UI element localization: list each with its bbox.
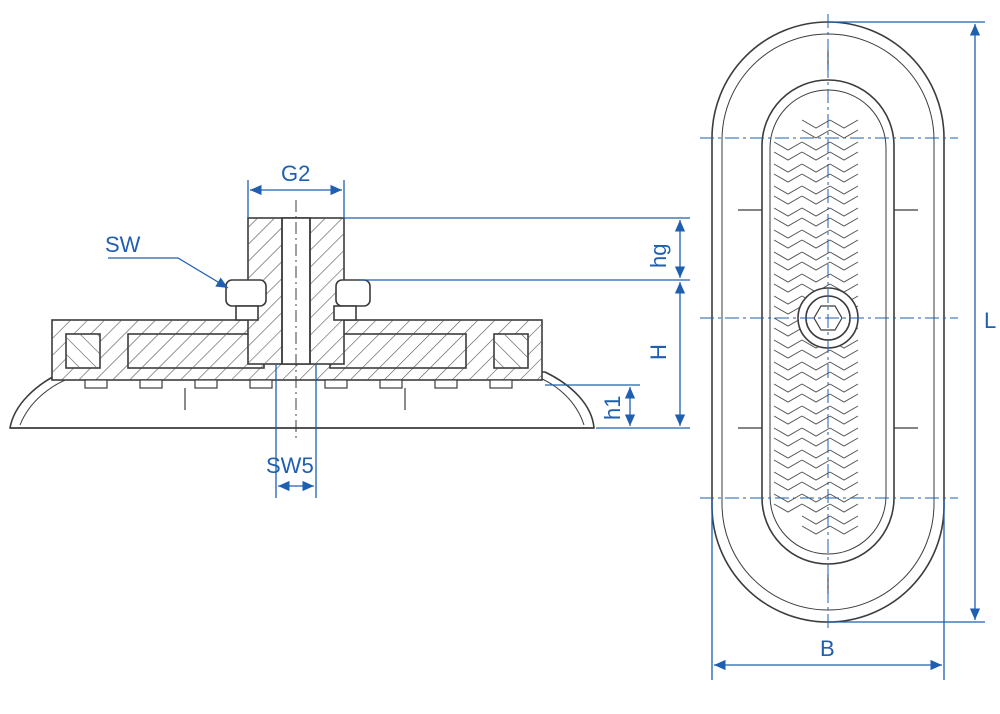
- label-sw: SW: [105, 232, 141, 257]
- tread-chevron: [829, 207, 859, 227]
- tread-chevron: [773, 427, 803, 447]
- tread-chevron: [829, 493, 859, 513]
- side-dimensions: [108, 180, 690, 498]
- tread-chevron: [829, 405, 859, 425]
- tread-chevron: [801, 251, 831, 271]
- tread-chevron: [829, 361, 859, 381]
- tread-chevron: [773, 339, 803, 359]
- tread-chevron: [829, 471, 859, 491]
- tread-chevron: [773, 273, 803, 293]
- label-b: B: [820, 636, 835, 661]
- tread-chevron: [773, 251, 803, 271]
- tread-chevron: [829, 449, 859, 469]
- tread-chevron: [801, 493, 831, 513]
- label-h: H: [646, 344, 671, 360]
- tread-chevron: [801, 185, 831, 205]
- tread-chevron: [773, 383, 803, 403]
- tread-chevron: [829, 163, 859, 183]
- tread-chevron: [773, 405, 803, 425]
- tread-chevron: [773, 361, 803, 381]
- tread-chevron: [773, 141, 803, 161]
- tread-chevron: [829, 185, 859, 205]
- tread-chevron: [773, 185, 803, 205]
- tread-chevron: [773, 493, 803, 513]
- tread-chevron: [801, 515, 831, 535]
- label-h1: h1: [600, 396, 625, 420]
- tread-chevron: [829, 229, 859, 249]
- label-sw5: SW5: [266, 453, 314, 478]
- tread-chevron: [801, 449, 831, 469]
- tread-chevron: [773, 163, 803, 183]
- side-view: [9, 217, 595, 429]
- tread-chevron: [801, 427, 831, 447]
- label-l: L: [984, 308, 996, 333]
- tread-chevron: [773, 207, 803, 227]
- label-hg: hg: [646, 244, 671, 268]
- tread-chevron: [773, 449, 803, 469]
- tread-chevron: [801, 141, 831, 161]
- tread-chevron: [829, 383, 859, 403]
- tread-chevron: [829, 141, 859, 161]
- tread-chevron: [801, 229, 831, 249]
- tread-chevron: [773, 295, 803, 315]
- tread-chevron: [801, 119, 831, 139]
- tread-chevron: [801, 383, 831, 403]
- tread-chevron: [773, 229, 803, 249]
- top-dimensions: [711, 21, 985, 680]
- label-g2: G2: [281, 161, 310, 186]
- tread-chevron: [829, 251, 859, 271]
- tread-chevron: [801, 361, 831, 381]
- tread-chevron: [801, 405, 831, 425]
- tread-chevron: [801, 163, 831, 183]
- tread-chevron: [829, 427, 859, 447]
- hex-nut: [225, 279, 267, 307]
- tread-chevron: [773, 471, 803, 491]
- tread-chevron: [801, 207, 831, 227]
- tread-chevron: [829, 515, 859, 535]
- tread-chevron: [801, 471, 831, 491]
